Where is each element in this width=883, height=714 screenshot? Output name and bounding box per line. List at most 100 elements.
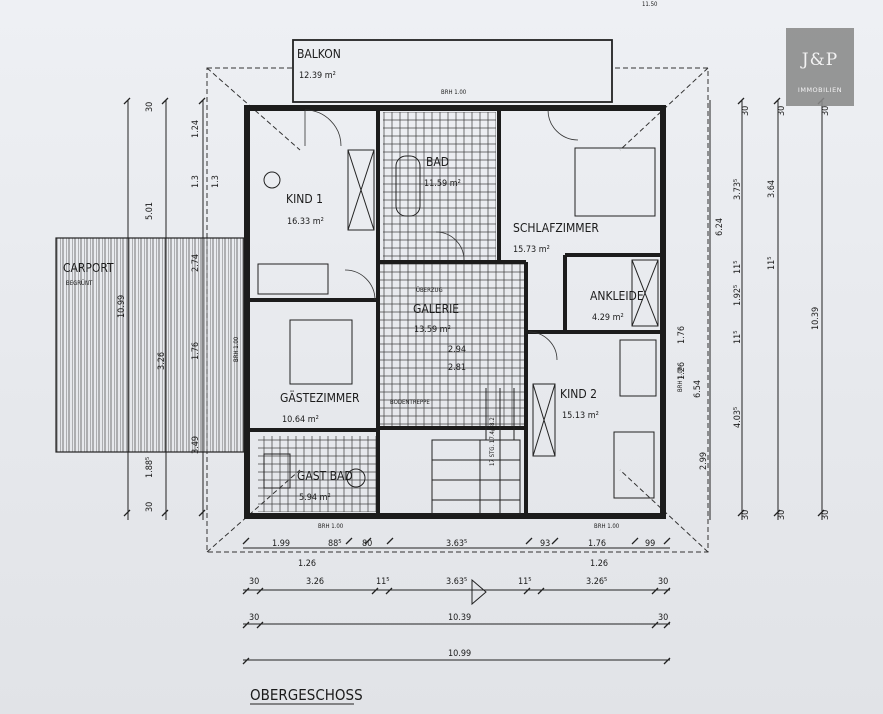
jp-immobilien-logo: J&P IMMOBILIEN [786,28,854,106]
gastbad-label: GAST BAD [297,469,353,483]
dim-re-1: 30 [777,106,787,116]
dim-b2-5: 3.26⁵ [586,577,607,587]
carport-note: BEGRÜNT [66,280,93,287]
balkon-area: 12.39 m² [299,71,336,81]
dim-b1-5: 1.76 [588,539,606,549]
bru-top: BRH 1.00 [441,89,467,96]
dim-b1b-0: 1.26 [298,559,316,569]
north-arrow [471,578,487,606]
dim-l3-0: 10.99 [117,295,127,318]
dimension-ticks [123,97,825,665]
kind1-label: KIND 1 [286,192,323,206]
dim-b4-0: 10.99 [448,649,471,659]
door-swings [304,109,579,361]
gallery-tiles [380,262,526,428]
dim-re-5: 30 [821,510,831,520]
dim-l1-3: 30 [145,502,155,512]
staircase [431,388,521,515]
bru-right: BRH 1.00 [677,366,684,392]
dim-l2-5: 3.49 [191,436,201,454]
interior-walls [247,108,663,516]
dim-re-0: 30 [741,106,751,116]
dim-r4-0: 10.39 [811,307,821,330]
dim-r3-0: 3.64 [767,180,777,198]
kind2-area: 15.13 m² [562,411,599,421]
plan-title: OBERGESCHOSS [250,686,363,704]
right-dimension-labels: 6.24 2.99 3.73⁵ 11⁵ 1.92⁵ 11⁵ 4.03⁵ 3.64… [677,106,831,520]
exterior-walls [244,105,666,519]
dim-b3-0: 30 [249,613,259,623]
bad-label: BAD [426,155,449,169]
dim-b3-1: 10.39 [448,613,471,623]
balcony-outline [292,39,613,103]
dim-b1-6: 99 [645,539,655,549]
dim-r3-2: 6.54 [693,380,703,398]
dim-b1-2: 80 [362,539,372,549]
logo-text: J&P [801,50,839,70]
kind2-label: KIND 2 [560,387,597,401]
top-dim: 11.50 [642,1,658,8]
cupboards [347,149,659,457]
dim-r2-3: 11⁵ [733,330,743,344]
stairs-label: 17 STG. 17.4/28.2 [489,417,496,466]
gaestezimmer-label: GÄSTEZIMMER [280,390,360,405]
dim-b1-0: 1.99 [272,539,290,549]
dim-r3-1: 11⁵ [767,256,777,270]
dim-l2-3: 2.74 [191,254,201,272]
logo-subtext: IMMOBILIEN [797,86,843,94]
dim-b1-4: 93 [540,539,550,549]
dim-l1-1: 5.01 [145,202,155,220]
galerie-label: GALERIE [413,302,459,316]
dim-l2-1: 1.3 [191,175,201,188]
dim-r2-0: 3.73⁵ [733,179,743,200]
dim-l1-2: 1.88⁵ [145,457,155,478]
dim-l2-2: 1.3 [211,175,221,188]
dim-l3-1: 3.26 [157,352,167,370]
dim-l2-0: 1.24 [191,120,201,138]
carport-label: CARPORT [63,261,114,275]
height-1: 2.94 [448,345,466,355]
dim-r1-0: 6.24 [715,218,725,236]
dim-re-3: 30 [741,510,751,520]
bru-bottom-right: BRH 1.00 [594,523,620,530]
dim-b3-2: 30 [658,613,668,623]
dim-r2-2: 1.92⁵ [733,285,743,306]
gastbad-area: 5.94 m² [299,493,331,503]
dim-b2-0: 30 [249,577,259,587]
schlafzimmer-area: 15.73 m² [513,245,550,255]
dimension-lines [127,100,823,661]
dim-b1-1: 88⁵ [328,539,342,549]
ankleide-area: 4.29 m² [592,313,624,323]
dim-b2-3: 3.63⁵ [446,577,467,587]
ankleide-label: ANKLEIDE [590,289,644,303]
dim-l1-0: 30 [145,102,155,112]
carport [55,237,245,453]
dim-r5-0: 1.26 [677,362,687,380]
galerie-note: ÜBERZUG [416,287,443,294]
gaestezimmer-area: 10.64 m² [282,415,319,425]
galerie-area: 13.59 m² [414,325,451,335]
dim-r2-4: 4.03⁵ [733,407,743,428]
schlafzimmer-label: SCHLAFZIMMER [513,221,599,235]
dim-r2-1: 11⁵ [733,260,743,274]
furniture [257,147,657,499]
dim-b1-3: 3.63⁵ [446,539,467,549]
dim-b2-1: 3.26 [306,577,324,587]
dim-b2-6: 30 [658,577,668,587]
height-2: 2.81 [448,363,466,373]
bodentreppe-label: BODENTREPPE [390,399,430,406]
bad-area: 11.59 m² [424,179,461,189]
dim-b2-2: 11⁵ [376,577,390,587]
bru-left: BRH 1.00 [233,336,240,362]
bru-bottom-left: BRH 1.00 [318,523,344,530]
bathroom-tiles [383,112,496,260]
left-dimension-labels: 30 5.01 1.88⁵ 30 1.24 1.3 1.3 2.74 1.76 … [117,102,221,512]
guest-bath-tiles [258,436,376,512]
dim-re-2: 30 [821,106,831,116]
dim-b1b-1: 1.26 [590,559,608,569]
dim-l2-4: 1.76 [191,342,201,360]
balkon-label: BALKON [297,47,341,61]
dim-b2-4: 11⁵ [518,577,532,587]
